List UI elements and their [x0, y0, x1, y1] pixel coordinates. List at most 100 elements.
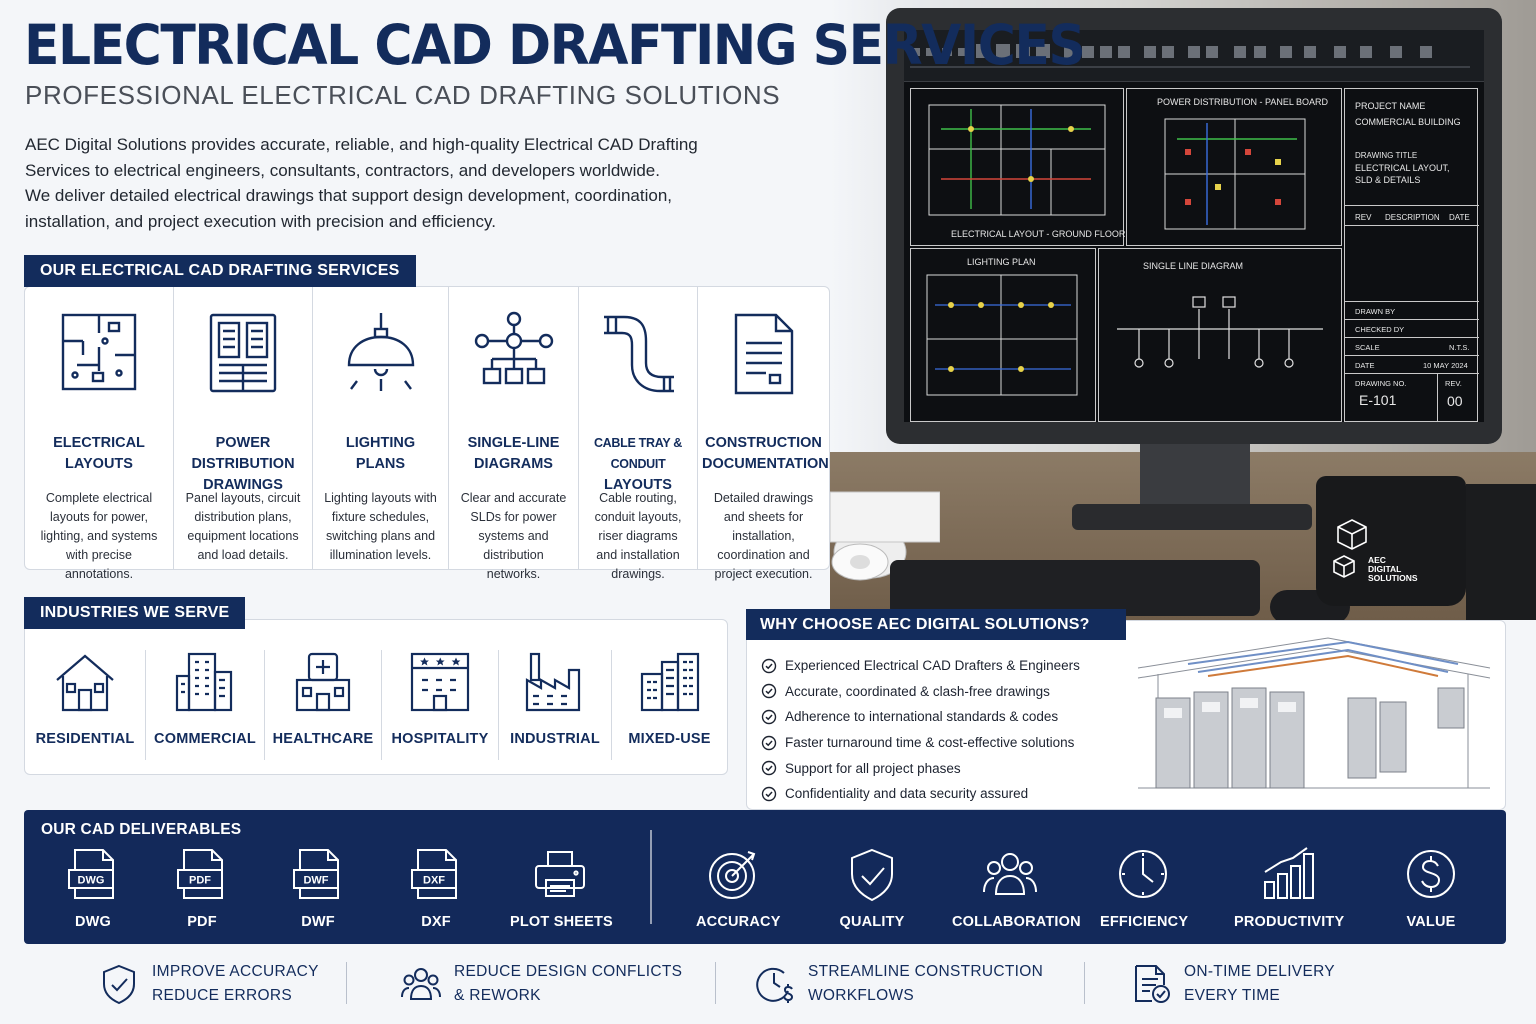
benefit-divider [346, 962, 347, 1004]
tb-title-label: DRAWING TITLE [1355, 151, 1418, 160]
sheet-lighting-plan: LIGHTING PLAN [910, 248, 1096, 422]
team-icon [401, 968, 441, 1000]
file-badge: DWF [303, 875, 328, 887]
mug-text-line-2: DIGITAL [1368, 564, 1402, 574]
benefit-line: REDUCE DESIGN CONFLICTS [454, 963, 683, 980]
why-choose-text: Accurate, coordinated & clash-free drawi… [785, 683, 1050, 699]
clock-dollar-icon [756, 967, 794, 1003]
deliverable-label: DWG [74, 914, 112, 930]
service-name: DIAGRAMS [474, 456, 553, 472]
service-description: Lighting layouts with fixture schedules,… [324, 491, 437, 562]
benefit-line: & REWORK [454, 987, 541, 1004]
benefit-line: WORKFLOWS [808, 987, 915, 1004]
industry-residential: RESIDENTIAL [25, 650, 146, 760]
hotel-icon [410, 652, 470, 712]
check-circle-icon [761, 658, 777, 673]
page-subtitle: PROFESSIONAL ELECTRICAL CAD DRAFTING SOL… [25, 80, 781, 110]
service-name: LIGHTING [345, 435, 416, 451]
team-icon [983, 853, 1037, 895]
deliverable-label: DWF [301, 914, 335, 930]
tb-title-2: SLD & DETAILS [1355, 175, 1421, 185]
pendant-lamp-icon [347, 313, 414, 391]
check-circle-icon [761, 684, 777, 699]
band-divider [650, 830, 652, 924]
deliverable-dwf: DWF DWF [290, 846, 346, 930]
value-quality: QUALITY [839, 846, 905, 930]
check-circle-icon [761, 735, 777, 750]
industry-mixed-use: MIXED-USE [612, 650, 727, 760]
benefit-divider [715, 962, 716, 1004]
why-choose-text: Adherence to international standards & c… [785, 709, 1059, 725]
mug-brand-text: AEC DIGITAL SOLUTIONS [1368, 556, 1418, 583]
computer-monitor: ELECTRICAL LAYOUT - GROUND FLOOR POWER D… [886, 8, 1502, 444]
industry-label: RESIDENTIAL [35, 731, 135, 747]
industry-label: INDUSTRIAL [510, 731, 600, 747]
tb-title-1: ELECTRICAL LAYOUT, [1355, 163, 1450, 173]
mixed-use-buildings-icon [640, 652, 699, 712]
why-choose-heading: WHY CHOOSE AEC DIGITAL SOLUTIONS? [746, 609, 1126, 640]
file-badge: DXF [423, 875, 445, 887]
electrical-room-illustration [1137, 637, 1491, 789]
tb-rev: REV [1355, 213, 1372, 222]
why-choose-item: Experienced Electrical CAD Drafters & En… [761, 653, 1080, 679]
industry-healthcare: HEALTHCARE [265, 650, 382, 760]
file-badge: DWG [78, 875, 105, 887]
keyboard [890, 560, 1260, 616]
service-name: LAYOUTS [65, 456, 133, 472]
intro-line: installation, and project execution with… [25, 211, 496, 231]
service-name: DRAWINGS [203, 477, 283, 493]
services-heading: OUR ELECTRICAL CAD DRAFTING SERVICES [24, 255, 416, 287]
benefit-line: ON-TIME DELIVERY [1184, 963, 1335, 980]
file-badge: PDF [189, 875, 211, 887]
sheet-power-distribution: POWER DISTRIBUTION - PANEL BOARD [1126, 88, 1342, 246]
tb-date-header: DATE [1449, 213, 1470, 222]
service-name: LAYOUTS [604, 477, 672, 493]
why-choose-text: Experienced Electrical CAD Drafters & En… [785, 658, 1080, 674]
tb-scale-value: N.T.S. [1449, 343, 1470, 352]
cable-tray-icon [604, 315, 674, 393]
why-choose-item: Confidentiality and data security assure… [761, 781, 1080, 807]
printer-icon [535, 851, 585, 897]
value-value: VALUE [1398, 846, 1464, 930]
benefit-streamline: STREAMLINE CONSTRUCTION WORKFLOWS [754, 960, 1043, 1008]
check-circle-icon [761, 786, 777, 801]
dwg-file-icon: DWG [68, 849, 114, 899]
shield-check-icon [103, 964, 135, 1005]
monitor-base [1072, 504, 1312, 530]
service-name: SINGLE-LINE [467, 435, 560, 451]
why-choose-item: Adherence to international standards & c… [761, 704, 1080, 730]
benefit-line: STREAMLINE CONSTRUCTION [808, 963, 1044, 980]
industry-label: HOSPITALITY [391, 731, 489, 747]
tb-desc: DESCRIPTION [1385, 213, 1440, 222]
pen-holder [1466, 484, 1536, 620]
document-icon [734, 313, 793, 395]
pdf-file-icon: PDF [177, 849, 223, 899]
value-label: QUALITY [839, 914, 905, 930]
deliverable-dwg: DWG DWG [64, 846, 122, 930]
service-name: DOCUMENTATION [702, 456, 829, 472]
sheet-lighting-caption: LIGHTING PLAN [967, 257, 1036, 267]
value-label: PRODUCTIVITY [1234, 914, 1345, 930]
sheet-electrical-layout: ELECTRICAL LAYOUT - GROUND FLOOR [910, 88, 1125, 246]
why-choose-item: Faster turnaround time & cost-effective … [761, 730, 1080, 756]
value-label: VALUE [1406, 914, 1456, 930]
hero-workstation-photo: ELECTRICAL LAYOUT - GROUND FLOOR POWER D… [830, 0, 1536, 620]
tb-drawn-by: DRAWN BY [1355, 307, 1396, 316]
tb-project: COMMERCIAL BUILDING [1355, 117, 1461, 127]
industry-commercial: COMMERCIAL [146, 650, 265, 760]
monitor-stand [1140, 444, 1250, 506]
deliverable-label: PDF [187, 914, 217, 930]
tb-date-value: 10 MAY 2024 [1423, 361, 1468, 370]
service-name: POWER DISTRIBUTION [191, 435, 295, 472]
deliverable-pdf: PDF PDF [174, 846, 230, 930]
dxf-file-icon: DXF [411, 849, 457, 899]
tb-date: DATE [1355, 361, 1375, 370]
mug-text-line-1: AEC [1368, 555, 1386, 565]
dwf-file-icon: DWF [293, 849, 339, 899]
tb-drawing-number-label: DRAWING NO. [1355, 379, 1407, 388]
